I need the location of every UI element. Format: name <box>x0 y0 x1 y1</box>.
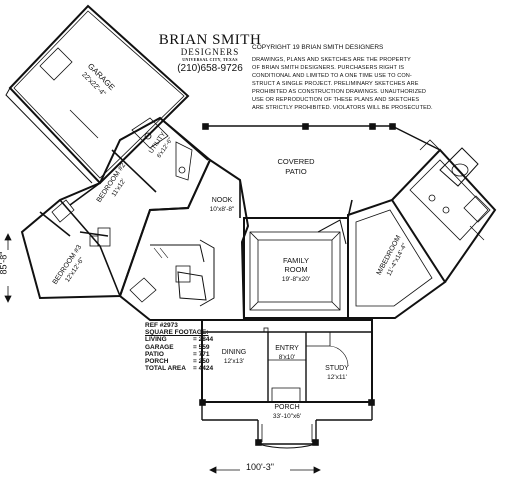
row-value: = 250 <box>193 358 210 366</box>
master-wing <box>347 139 497 319</box>
family-label: FAMILY <box>283 256 309 265</box>
nook-label: NOOK <box>212 197 233 204</box>
overall-depth: 85'-8" <box>0 251 9 275</box>
row-label: GARAGE <box>145 343 174 351</box>
nook-size: 10'x8'-8" <box>210 206 235 213</box>
table-row: PATIO = 771 <box>145 351 213 358</box>
dimension-lines <box>4 233 321 474</box>
notice-line: ARE STRICTLY PROHIBITED. VIOLATORS WILL … <box>252 105 433 111</box>
porch-label: PORCH <box>274 404 299 411</box>
dining-label: DINING <box>222 349 247 356</box>
notice-line: STRUCT A SINGLE PROJECT. PRELIMINARY SKE… <box>252 81 419 87</box>
reference-number: REF #2973 <box>145 322 178 329</box>
row-label: PORCH <box>145 358 169 366</box>
firm-name: BRIAN SMITH <box>158 32 262 48</box>
table-row: PORCH = 250 <box>145 358 213 365</box>
study-size: 12'x11' <box>327 374 347 381</box>
firm-phone: (210)658-9726 <box>177 63 243 74</box>
family-label-2: ROOM <box>284 265 307 274</box>
patio-label: COVERED <box>277 157 315 166</box>
table-row: TOTAL AREA = 4424 <box>145 365 213 372</box>
row-value: = 4424 <box>193 365 214 373</box>
dining-size: 12'x13' <box>224 358 244 365</box>
row-value: = 771 <box>193 350 210 358</box>
overall-width: 100'-3" <box>246 462 274 472</box>
porch-size: 33'-10"x6' <box>273 413 301 420</box>
row-value: = 559 <box>193 343 210 351</box>
study-label: STUDY <box>325 365 349 372</box>
firm-subtitle: DESIGNERS <box>180 47 240 57</box>
notice-line: CONDITIONAL AND LIMITED TO A ONE TIME US… <box>252 73 412 79</box>
row-label: TOTAL AREA <box>145 365 186 373</box>
kitchen-block <box>118 158 250 321</box>
copyright-heading: COPYRIGHT 19 BRIAN SMITH DESIGNERS <box>252 44 384 51</box>
family-size: 19'-8"x20' <box>282 276 310 283</box>
row-label: PATIO <box>145 350 164 358</box>
entry-label: ENTRY <box>275 345 299 352</box>
notice-line: OF BRIAN SMITH DESIGNERS. PURCHASERS RIG… <box>252 65 405 71</box>
garage-block <box>5 4 190 185</box>
row-value: = 2844 <box>193 336 214 344</box>
square-footage-heading: SQUARE FOOTAGE: <box>145 329 209 337</box>
table-row: GARAGE = 559 <box>145 344 213 351</box>
firm-location: UNIVERSAL CITY, TEXAS <box>182 57 238 62</box>
square-footage-table: REF #2973 SQUARE FOOTAGE: LIVING = 2844 G… <box>145 322 213 372</box>
front-rooms <box>199 319 375 449</box>
copyright-notice: DRAWINGS, PLANS AND SKETCHES ARE THE PRO… <box>252 56 502 112</box>
entry-size: 8'x10' <box>279 354 296 361</box>
table-row: LIVING = 2844 <box>145 336 213 343</box>
row-label: LIVING <box>145 336 167 344</box>
covered-patio <box>202 123 441 219</box>
patio-label-2: PATIO <box>285 167 307 176</box>
notice-line: DRAWINGS, PLANS AND SKETCHES ARE THE PRO… <box>252 57 411 63</box>
notice-line: PROHIBITED AS CONSTRUCTION DRAWINGS. UNA… <box>252 89 427 95</box>
notice-line: USE OR REPRODUCTION OF THESE PLANS AND S… <box>252 97 420 103</box>
